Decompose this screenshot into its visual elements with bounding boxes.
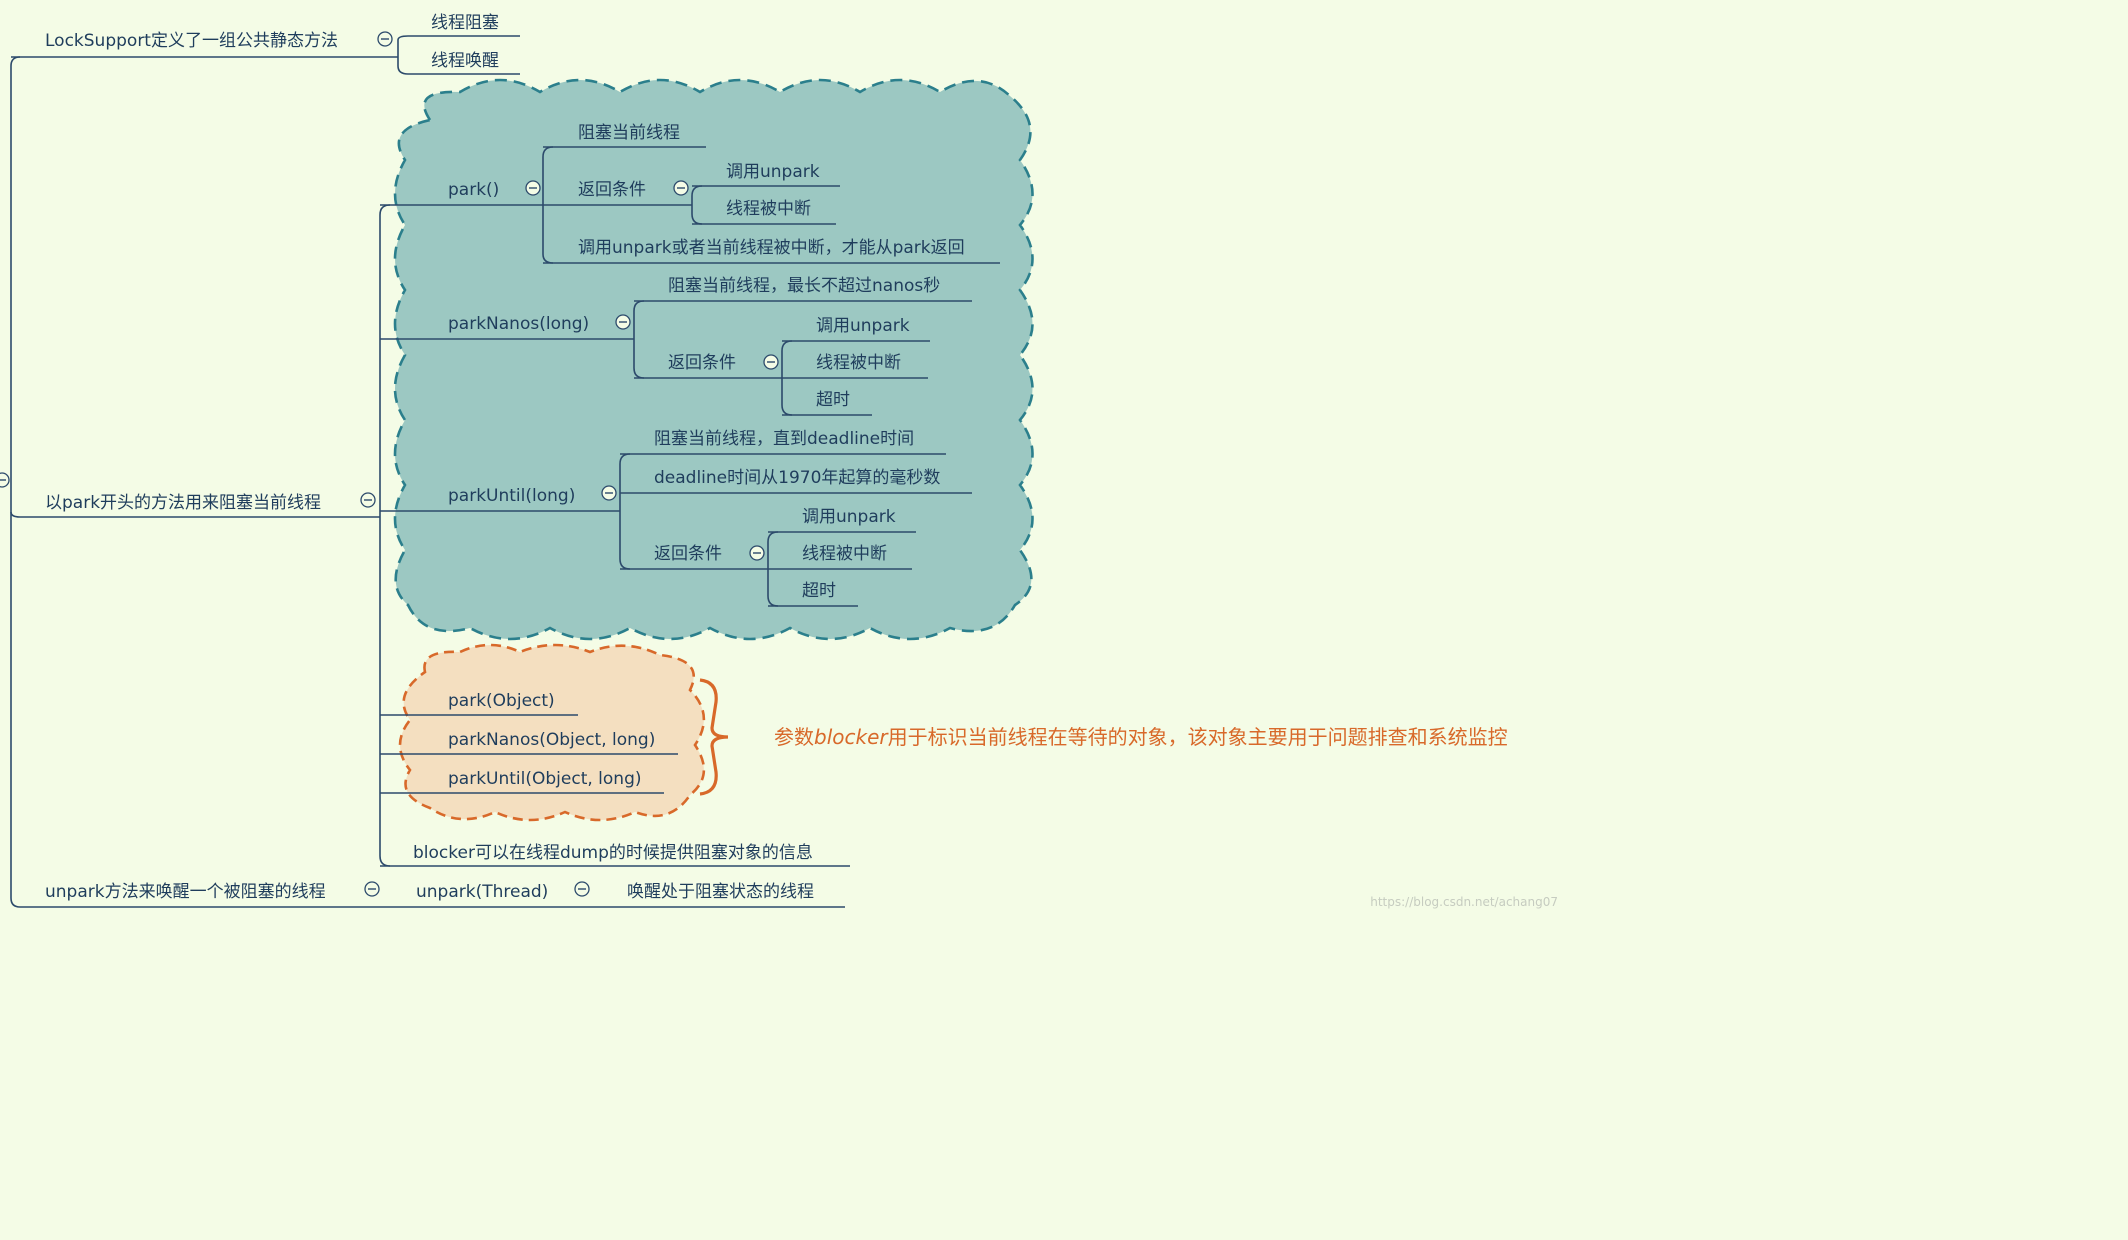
- park-return-collapse-icon[interactable]: [673, 180, 689, 196]
- unpark-description-label[interactable]: 唤醒处于阻塞状态的线程: [627, 882, 814, 902]
- locksupport-collapse-icon[interactable]: [377, 31, 393, 47]
- parkuntil-return-condition-interrupt[interactable]: 线程被中断: [802, 544, 887, 564]
- unpark-branch-collapse-icon[interactable]: [364, 881, 380, 897]
- parkuntil-return-collapse-icon[interactable]: [749, 545, 765, 561]
- mindmap-canvas: LockSupport定义了一组公共静态方法 线程阻塞 线程唤醒 以park开头…: [0, 13, 1558, 909]
- park-block-label[interactable]: 阻塞当前线程: [578, 123, 680, 143]
- parkuntil-method-label[interactable]: parkUntil(long): [448, 486, 575, 506]
- annotation-keyword: blocker: [814, 725, 889, 749]
- parknanos-collapse-icon[interactable]: [615, 314, 631, 330]
- park-branch-collapse-icon[interactable]: [360, 492, 376, 508]
- parknanos-return-condition-unpark[interactable]: 调用unpark: [816, 316, 910, 336]
- park-method-label[interactable]: park(): [448, 180, 499, 200]
- locksupport-branch-label[interactable]: LockSupport定义了一组公共静态方法: [45, 31, 338, 51]
- park-return-condition-interrupt[interactable]: 线程被中断: [726, 199, 811, 219]
- park-note-label[interactable]: 调用unpark或者当前线程被中断，才能从park返回: [578, 238, 965, 258]
- dump-info-label[interactable]: blocker可以在线程dump的时候提供阻塞对象的信息: [413, 843, 813, 863]
- park-branch-vertical-edge: [379, 204, 391, 867]
- parkuntil-block-label[interactable]: 阻塞当前线程，直到deadline时间: [654, 429, 914, 449]
- watermark-text: https://blog.csdn.net/achang07: [1370, 895, 1558, 909]
- parknanos-return-condition-timeout[interactable]: 超时: [816, 390, 850, 410]
- parkuntil-children-edge: [619, 453, 631, 570]
- annotation-suffix: 用于标识当前线程在等待的对象，该对象主要用于问题排查和系统监控: [888, 725, 1508, 749]
- root-to-park-branch-edge: [10, 511, 21, 518]
- orange-boundary-cloud: [398, 643, 706, 822]
- unpark-branch-label[interactable]: unpark方法来唤醒一个被阻塞的线程: [45, 882, 326, 902]
- parknanos-return-condition-interrupt[interactable]: 线程被中断: [816, 353, 901, 373]
- parkuntil-collapse-icon[interactable]: [601, 485, 617, 501]
- parkuntil-return-condition-unpark[interactable]: 调用unpark: [802, 507, 896, 527]
- parkuntil-object-label[interactable]: parkUntil(Object, long): [448, 769, 642, 789]
- unpark-method-label[interactable]: unpark(Thread): [416, 882, 548, 902]
- parkuntil-return-label[interactable]: 返回条件: [654, 544, 722, 564]
- parkuntil-return-condition-timeout[interactable]: 超时: [802, 581, 836, 601]
- locksupport-children-edge: [397, 35, 520, 75]
- blocker-annotation: 参数blocker用于标识当前线程在等待的对象，该对象主要用于问题排查和系统监控: [774, 725, 1508, 749]
- park-return-label[interactable]: 返回条件: [578, 180, 646, 200]
- unpark-method-collapse-icon[interactable]: [574, 881, 590, 897]
- root-trunk-edge: [10, 56, 21, 908]
- annotation-prefix: 参数: [774, 725, 814, 749]
- park-object-label[interactable]: park(Object): [448, 691, 555, 711]
- parknanos-return-label[interactable]: 返回条件: [668, 353, 736, 373]
- park-return-condition-unpark[interactable]: 调用unpark: [726, 162, 820, 182]
- park-return-children-edge: [691, 185, 703, 225]
- brace-bracket: [699, 678, 729, 796]
- teal-boundary-cloud: [393, 78, 1034, 641]
- parknanos-object-label[interactable]: parkNanos(Object, long): [448, 730, 655, 750]
- park-branch-label[interactable]: 以park开头的方法用来阻塞当前线程: [45, 493, 321, 513]
- locksupport-child-block[interactable]: 线程阻塞: [431, 13, 499, 33]
- locksupport-child-wake[interactable]: 线程唤醒: [431, 51, 499, 71]
- parknanos-children-edge: [633, 300, 645, 379]
- parknanos-method-label[interactable]: parkNanos(long): [448, 314, 589, 334]
- parkuntil-deadline-label[interactable]: deadline时间从1970年起算的毫秒数: [654, 468, 940, 488]
- park-collapse-icon[interactable]: [525, 180, 541, 196]
- parknanos-block-label[interactable]: 阻塞当前线程，最长不超过nanos秒: [668, 276, 940, 296]
- root-collapse-icon[interactable]: [0, 472, 10, 488]
- parknanos-return-collapse-icon[interactable]: [763, 354, 779, 370]
